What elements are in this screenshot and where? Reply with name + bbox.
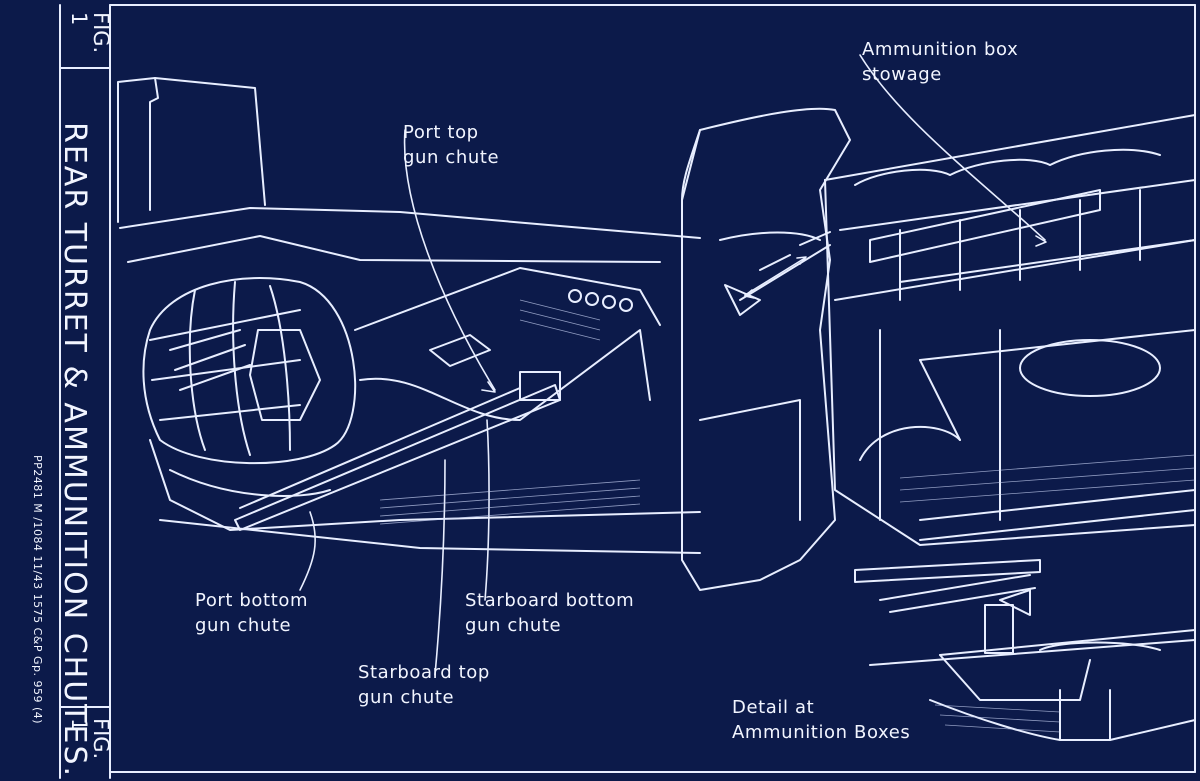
gun-chutes [169, 289, 651, 531]
tail-fin [117, 77, 266, 223]
label-port-bottom-gun-chute: Port bottom gun chute [195, 590, 309, 636]
fig-number-top: FIG. 1 [67, 12, 113, 54]
ammunition-bay [824, 114, 1196, 546]
rear-turret [142, 277, 357, 465]
label-ammunition-box-stowage: Ammunition box stowage [862, 39, 1019, 85]
hatching [379, 299, 1196, 733]
label-starboard-bottom-gun-chute: Starboard bottom gun chute [465, 590, 635, 636]
label-detail-ammunition-boxes: Detail at Ammunition Boxes [732, 697, 911, 743]
fig-number-bottom: FIG. 1 [67, 718, 113, 760]
label-starboard-top-gun-chute: Starboard top gun chute [358, 662, 490, 708]
print-code: PP2481 M /1084 11/43 1575 C&P Gp. 959 (4… [31, 455, 44, 725]
label-port-top-gun-chute: Port top gun chute [403, 122, 500, 168]
fuselage-outline [119, 207, 701, 554]
bulkhead [681, 107, 851, 591]
drawing-title: REAR TURRET & AMMUNITION CHUTES. [57, 122, 92, 779]
ammunition-box-detail [854, 559, 1196, 741]
sheet-border [59, 4, 1196, 779]
leader-lines [299, 54, 1047, 676]
